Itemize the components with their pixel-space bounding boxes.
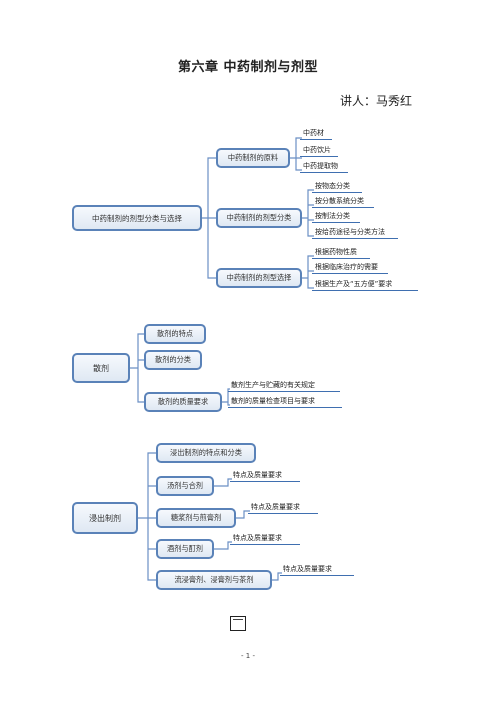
author-line: 讲人：马秀红 xyxy=(339,94,412,108)
map2-branch-features: 散剂的特点 xyxy=(144,324,206,344)
map1-leaf: 按物态分类 xyxy=(312,181,362,193)
map1-branch-raw-materials: 中药制剂的原料 xyxy=(216,148,290,168)
map3-leaf: 特点及质量要求 xyxy=(230,533,300,545)
map1-leaf: 按制法分类 xyxy=(312,211,360,223)
map1-leaf: 根据药物性质 xyxy=(312,247,370,259)
map1-leaf: 根据临床治疗的需要 xyxy=(312,262,388,274)
map1-leaf: 中药材 xyxy=(300,128,332,140)
map3-leaf: 特点及质量要求 xyxy=(280,564,354,576)
map1-branch-dosage-classification: 中药制剂的剂型分类 xyxy=(216,208,302,228)
page-number: - 1 - xyxy=(241,652,255,660)
map2-root-node: 散剂 xyxy=(72,353,130,383)
map1-leaf: 中药饮片 xyxy=(300,145,338,157)
map1-leaf: 根据生产及“五方便”要求 xyxy=(312,279,418,291)
page-title: 第六章 中药制剂与剂型 xyxy=(177,60,319,75)
map3-leaf: 特点及质量要求 xyxy=(230,470,300,482)
map3-root-node: 浸出制剂 xyxy=(72,502,138,534)
map1-leaf: 按分散系统分类 xyxy=(312,196,374,208)
map2-leaf: 散剂的质量检查项目与要求 xyxy=(228,396,342,408)
map3-branch-extract-tea: 流浸膏剂、浸膏剂与茶剂 xyxy=(156,570,272,590)
map1-root-node: 中药制剂的剂型分类与选择 xyxy=(72,205,202,231)
map2-leaf: 散剂生产与贮藏的有关规定 xyxy=(228,380,340,392)
map2-branch-quality: 散剂的质量要求 xyxy=(144,392,222,412)
map2-branch-categories: 散剂的分类 xyxy=(144,350,202,370)
map3-branch-features-classification: 浸出制剂的特点和分类 xyxy=(156,443,256,463)
page-break-icon xyxy=(230,616,246,631)
map1-leaf: 中药提取物 xyxy=(300,161,348,173)
map3-branch-wine-tincture: 酒剂与酊剂 xyxy=(156,539,214,559)
map3-branch-syrup-paste: 糖浆剂与煎膏剂 xyxy=(156,508,236,528)
map1-branch-dosage-selection: 中药制剂的剂型选择 xyxy=(216,268,302,288)
map1-leaf: 按给药途径与分类方法 xyxy=(312,227,398,239)
map3-leaf: 特点及质量要求 xyxy=(248,502,318,514)
map3-branch-decoction-mixture: 汤剂与合剂 xyxy=(156,476,214,496)
